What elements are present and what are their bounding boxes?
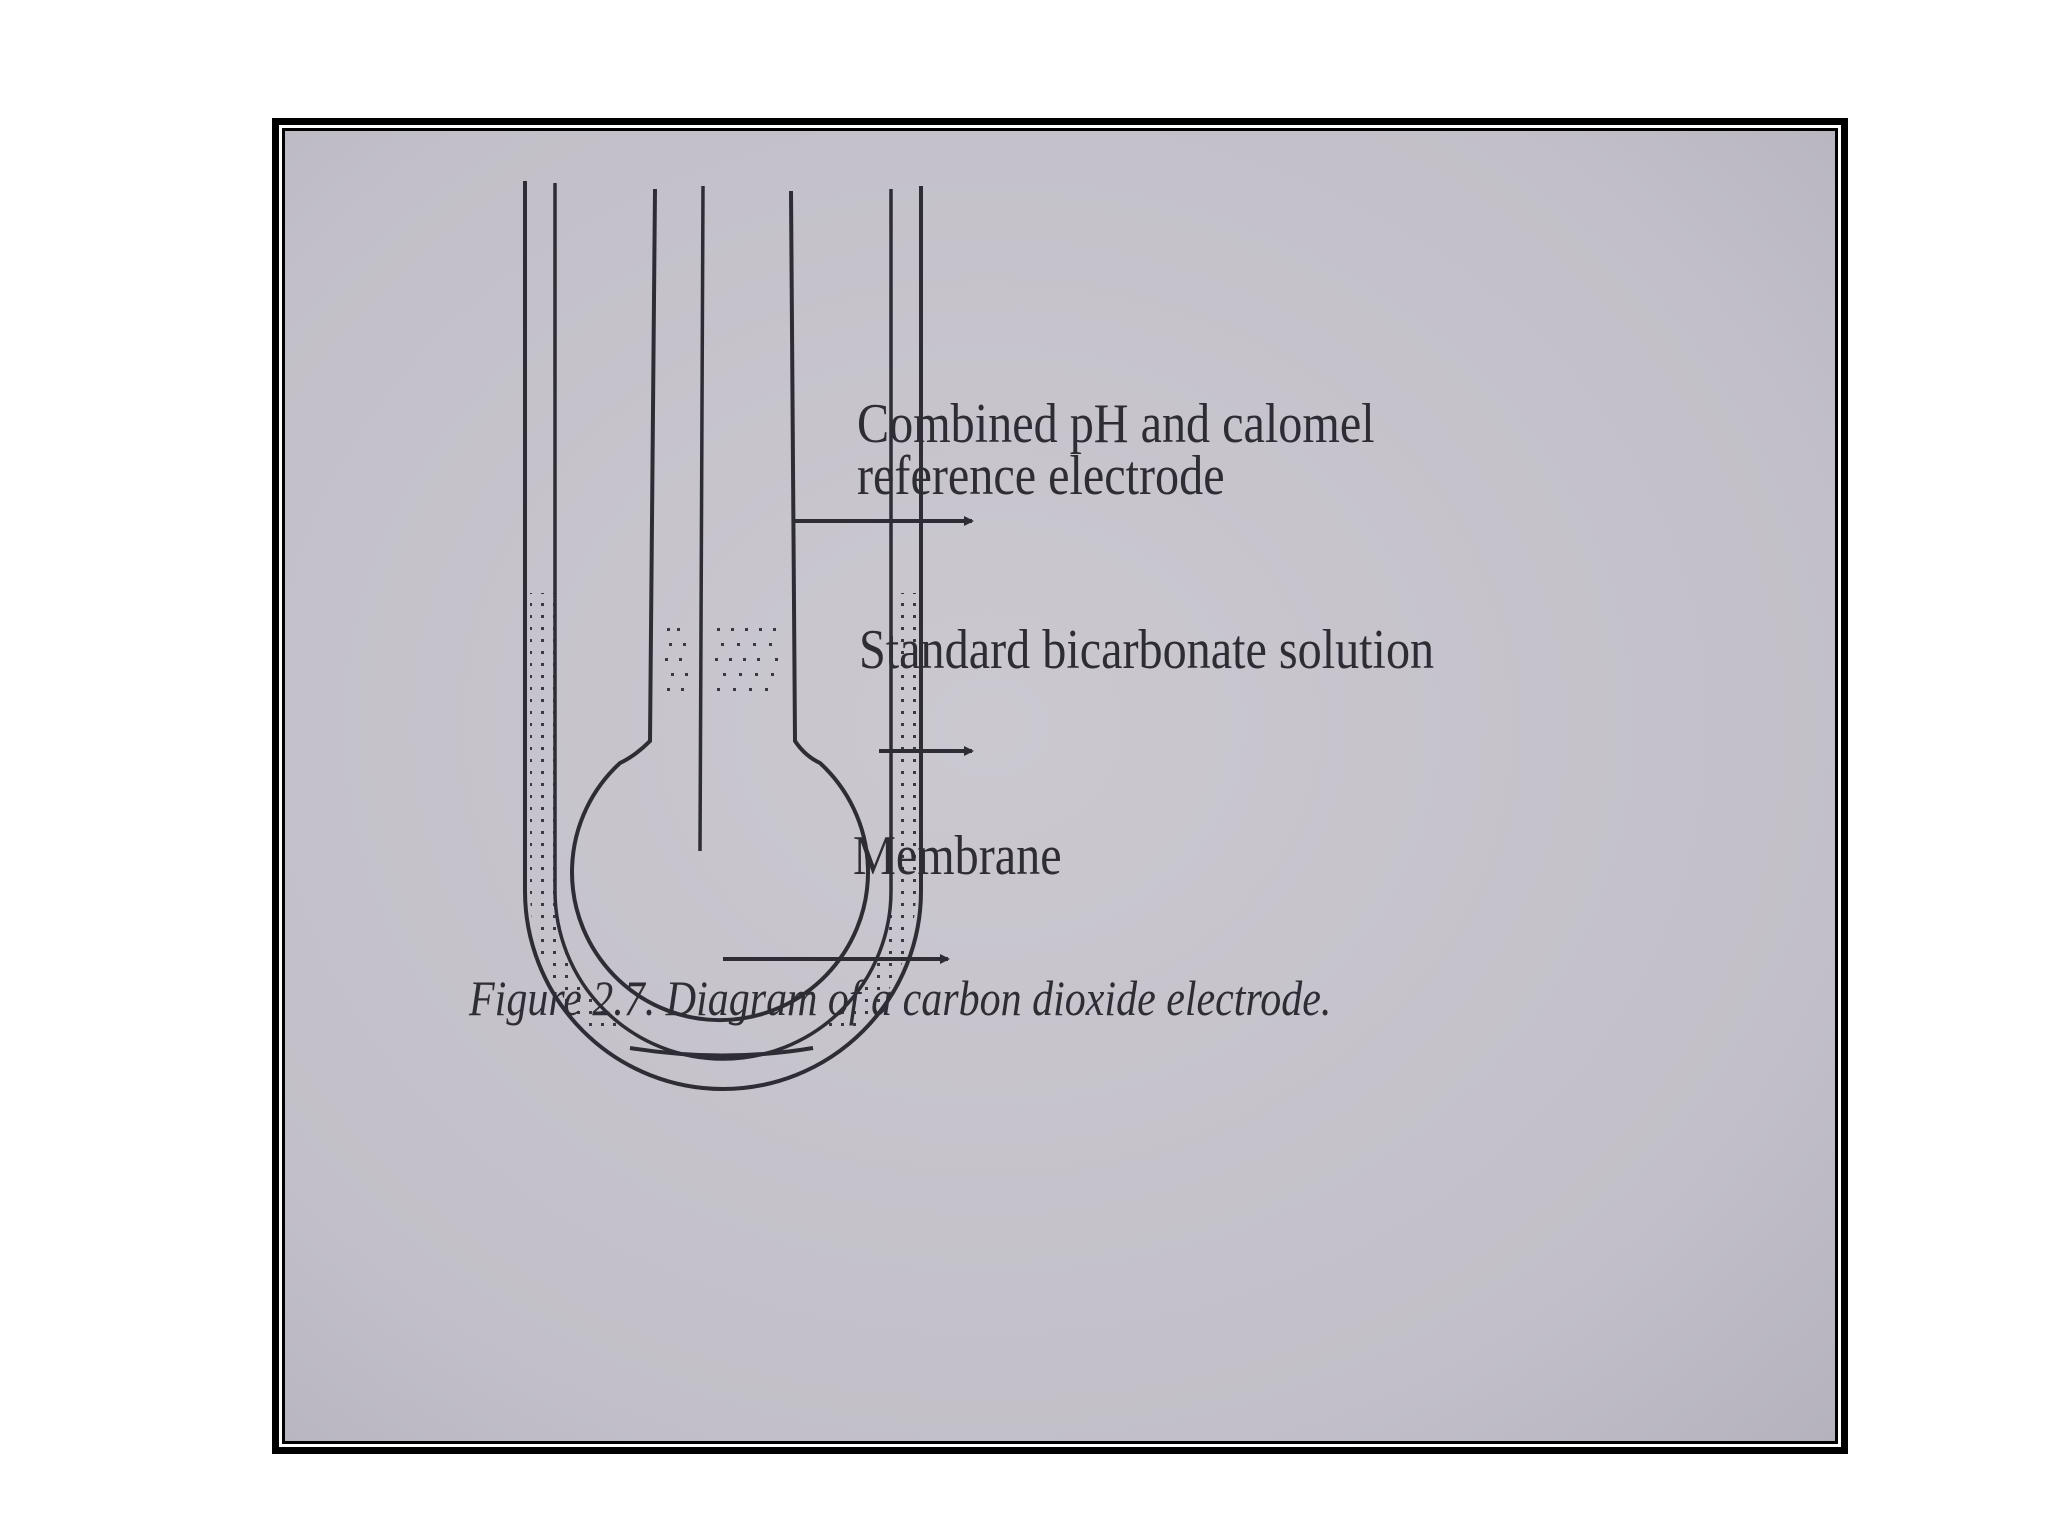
- outer-tube-outer-wall: [523, 181, 923, 1091]
- label-membrane: Membrane: [853, 825, 1062, 887]
- figure-frame: Combined pH and calomel reference electr…: [272, 118, 1848, 1454]
- label-electrode-line2: reference electrode: [857, 445, 1225, 507]
- internal-wire: [698, 185, 705, 852]
- ph-electrode-body: [570, 188, 870, 1023]
- label-solution: Standard bicarbonate solution: [859, 619, 1435, 681]
- label-electrode-line1: Combined pH and calomel: [857, 393, 1375, 455]
- outer-tube-inner-wall: [553, 183, 893, 1061]
- figure-inner-border: Combined pH and calomel reference electr…: [282, 128, 1838, 1444]
- internal-solution: [665, 628, 778, 691]
- paper-background: [285, 131, 1835, 1441]
- figure-caption: Figure 2.7. Diagram of a carbon dioxide …: [469, 970, 1332, 1026]
- electrode-diagram: [285, 131, 1835, 1441]
- membrane-line: [629, 1046, 814, 1058]
